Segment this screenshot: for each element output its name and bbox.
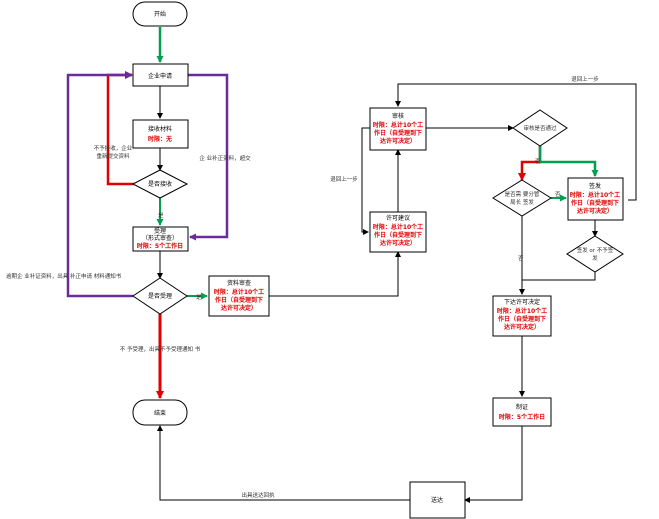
node-permit-time-1: 时限：总计10个工 — [373, 223, 423, 231]
node-sign-time-3: 达许可决定） — [577, 207, 613, 215]
label-supplement: 企 业补正资料，超交 — [199, 154, 251, 162]
node-decision-time-3: 达许可决定） — [504, 323, 540, 331]
node-end: 结束 — [132, 399, 188, 426]
node-receive-time: 时限：无 — [148, 135, 172, 143]
node-receive-title: 接收材料 — [148, 125, 172, 133]
node-review-title: 资料审查 — [227, 279, 251, 287]
node-deliver-label: 送达 — [431, 496, 443, 504]
node-end-label: 结束 — [154, 409, 166, 417]
edge-auditq-return — [395, 83, 637, 201]
node-sign-question: 签发 or 不予签 发 — [566, 235, 624, 273]
edge-deliver-end — [157, 425, 410, 501]
node-sign-time-1: 时限：总计10个工 — [570, 191, 620, 199]
edge-supplement-loop — [188, 73, 229, 241]
edge-auditq-sign — [538, 146, 599, 177]
label-no-leader: 否 — [555, 191, 561, 198]
node-accept-sub: （形式审查） — [142, 234, 178, 242]
node-accept: 受理 （形式审查） 时限：5个工作日 — [132, 226, 189, 252]
label-return-audit: 退回上一步 — [330, 175, 358, 183]
node-review-time-1: 时限：总计10个工 — [214, 288, 264, 296]
node-audit-question-label: 审核是否通过 — [523, 124, 557, 132]
label-reject-resubmit-1: 不予接收，企业 — [94, 144, 133, 152]
node-accept-time: 时限：5个工作日 — [137, 242, 183, 250]
node-sign: 签发 时限：总计10个工 作日（自受理到下 达许可决定） — [567, 177, 624, 221]
label-not-accepted: 不 予受理，出具不予受理通知 书 — [120, 345, 201, 353]
node-permit-title: 许可建议 — [386, 214, 410, 222]
node-accepted-question-label: 是否受理 — [148, 292, 172, 300]
node-leader-question: 是否需 要分管 局长 签发 — [492, 179, 552, 217]
node-review-time-2: 作日（自受理到下 — [215, 296, 263, 304]
node-accept-question: 是否接收 — [131, 169, 189, 199]
node-decision-time-2: 作日（自受理到下 — [498, 315, 546, 323]
node-sign-question-label-1: 签发 or 不予签 — [577, 246, 614, 254]
edge-signq-decision — [522, 272, 596, 281]
edge-review-permit — [269, 251, 401, 297]
node-deliver: 送达 — [409, 481, 466, 519]
node-audit-time-2: 作日（自受理到下 — [374, 129, 422, 137]
node-review: 资料审查 时限：总计10个工 作日（自受理到下 达许可决定） — [208, 275, 270, 317]
node-certify: 制证 时限：5个工作日 — [492, 397, 552, 427]
label-no-decision: 否 — [518, 255, 524, 262]
node-sign-title: 签发 — [589, 182, 601, 190]
label-reject-resubmit-2: 重新提交资料 — [96, 152, 130, 160]
label-yes-review: 是 — [196, 294, 202, 301]
node-sign-question-label-2: 发 — [592, 254, 598, 262]
node-start-label: 开始 — [154, 10, 166, 18]
edge-overdue-loop — [66, 71, 133, 298]
node-decision-title: 下达许可决定 — [504, 298, 540, 306]
node-apply-label: 企业申请 — [148, 72, 172, 80]
label-deliver-receipt: 出具送达回执 — [241, 491, 275, 499]
node-leader-question-label-2: 局长 签发 — [510, 198, 534, 206]
node-audit: 审核 时限：总计10个工 作日（自受理到下 达许可决定） — [369, 107, 427, 151]
node-leader-question-label-1: 是否需 要分管 — [505, 190, 540, 198]
node-decision-time-1: 时限：总计10个工 — [497, 307, 547, 315]
node-review-time-3: 达许可决定） — [221, 304, 257, 312]
label-return-auditq: 退回上一步 — [571, 75, 599, 83]
node-audit-title: 审核 — [392, 112, 404, 120]
label-no-audit: 否 — [535, 158, 541, 165]
node-accept-question-label: 是否接收 — [148, 180, 172, 188]
node-sign-time-2: 作日（自受理到下 — [571, 199, 619, 207]
node-decision: 下达许可决定 时限：总计10个工 作日（自受理到下 达许可决定） — [492, 295, 552, 337]
node-accepted-question: 是否受理 — [132, 277, 188, 315]
node-apply: 企业申请 — [132, 63, 189, 87]
edge-audit-return — [361, 127, 370, 235]
node-certify-title: 制证 — [516, 403, 528, 411]
node-accept-title: 受理 — [154, 227, 166, 235]
edge-acceptq-reject-loop — [106, 71, 135, 186]
node-permit-time-3: 达许可决定） — [380, 239, 416, 247]
node-receive: 接收材料 时限：无 — [132, 119, 189, 149]
node-audit-question: 审核是否通过 — [512, 109, 568, 147]
node-permit: 许可建议 时限：总计10个工 作日（自受理到下 达许可决定） — [369, 211, 427, 253]
node-start: 开始 — [132, 1, 188, 27]
node-permit-time-2: 作日（自受理到下 — [374, 231, 422, 239]
node-certify-time: 时限：5个工作日 — [499, 413, 545, 421]
node-audit-time-3: 达许可决定） — [380, 137, 416, 145]
label-overdue: 逾期企 业补证资料，出具 补正申请 材料通知书 — [6, 272, 122, 280]
label-yes-accept: 是 — [158, 212, 164, 219]
edge-certify-deliver — [464, 426, 523, 503]
node-audit-time-1: 时限：总计10个工 — [373, 121, 423, 129]
